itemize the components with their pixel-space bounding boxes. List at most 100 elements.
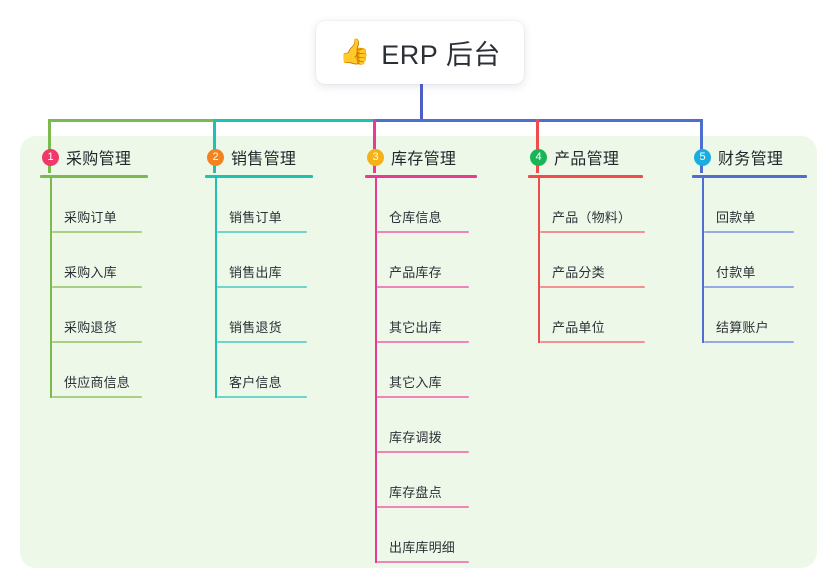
root-drop-connector	[420, 84, 423, 121]
branch-item-label: 产品（物料）	[552, 210, 632, 225]
branch-column-2: 2 销售管理销售订单销售出库销售退货客户信息	[205, 144, 313, 398]
branch-item-label: 采购入库	[64, 265, 117, 280]
branch-item-label: 采购订单	[64, 210, 117, 225]
branch-item-label: 销售订单	[229, 210, 282, 225]
branch-column-3: 3 库存管理仓库信息产品库存其它出库其它入库库存调拨库存盘点出库库明细	[365, 144, 477, 563]
branch-spine	[702, 178, 704, 343]
branch-item-label: 库存调拨	[389, 430, 442, 445]
branch-header-rule	[528, 175, 643, 178]
branch-item[interactable]: 销售订单	[215, 178, 313, 233]
branch-header-2[interactable]: 2 销售管理	[205, 144, 313, 170]
branch-item[interactable]: 产品单位	[538, 288, 645, 343]
branch-item[interactable]: 供应商信息	[50, 343, 148, 398]
branch-item-rule	[540, 341, 645, 343]
branch-item-label: 其它入库	[389, 375, 442, 390]
branch-spine	[538, 178, 540, 343]
branch-header-rule	[40, 175, 148, 178]
branch-title: 采购管理	[66, 151, 132, 168]
branch-item-label: 出库库明细	[389, 540, 456, 555]
branch-item-label: 付款单	[716, 265, 756, 280]
branch-spine	[215, 178, 217, 398]
branch-item[interactable]: 库存调拨	[375, 398, 477, 453]
branch-item-rule	[377, 231, 469, 233]
branch-item[interactable]: 采购退货	[50, 288, 148, 343]
branch-item-rule	[377, 396, 469, 398]
branch-spine	[375, 178, 377, 563]
branch-item[interactable]: 付款单	[702, 233, 807, 288]
branch-item-rule	[217, 341, 307, 343]
branch-item[interactable]: 产品库存	[375, 233, 477, 288]
branch-item-rule	[377, 451, 469, 453]
branch-number-badge: 3	[367, 148, 384, 166]
branch-item[interactable]: 结算账户	[702, 288, 807, 343]
branch-item[interactable]: 其它入库	[375, 343, 477, 398]
branch-number-badge: 5	[694, 148, 711, 166]
branch-header-3[interactable]: 3 库存管理	[365, 144, 477, 170]
branch-drop-1	[48, 119, 51, 173]
branch-item-rule	[217, 231, 307, 233]
branch-item-label: 销售出库	[229, 265, 282, 280]
branch-column-4: 4 产品管理产品（物料） 产品分类产品单位	[528, 144, 645, 343]
branch-item[interactable]: 产品（物料）	[538, 178, 645, 233]
branch-item-list: 回款单付款单结算账户	[692, 178, 807, 343]
branch-item[interactable]: 其它出库	[375, 288, 477, 343]
branch-header-rule	[692, 175, 807, 178]
branch-item[interactable]: 回款单	[702, 178, 807, 233]
branch-number-badge: 2	[207, 148, 224, 166]
branch-item-rule	[377, 341, 469, 343]
branch-item-rule	[704, 341, 794, 343]
branch-item-label: 销售退货	[229, 320, 282, 335]
branch-drop-5	[700, 119, 703, 173]
branch-item-rule	[52, 396, 142, 398]
bus-segment-tail	[536, 119, 700, 122]
branch-header-4[interactable]: 4 产品管理	[528, 144, 643, 170]
branch-item[interactable]: 客户信息	[215, 343, 313, 398]
branch-item-rule	[704, 231, 794, 233]
branch-title: 产品管理	[554, 151, 620, 168]
branch-item-rule	[52, 341, 142, 343]
branch-item-label: 采购退货	[64, 320, 117, 335]
branch-item[interactable]: 库存盘点	[375, 453, 477, 508]
branch-drop-2	[213, 119, 216, 173]
branch-item-rule	[217, 286, 307, 288]
branch-item[interactable]: 采购入库	[50, 233, 148, 288]
branch-item[interactable]: 产品分类	[538, 233, 645, 288]
branch-item[interactable]: 出库库明细	[375, 508, 477, 563]
branch-item[interactable]: 仓库信息	[375, 178, 477, 233]
branch-header-rule	[365, 175, 477, 178]
branch-item-label: 其它出库	[389, 320, 442, 335]
branch-item-label: 产品分类	[552, 265, 605, 280]
branch-drop-4	[536, 119, 539, 173]
root-node[interactable]: 👍 ERP 后台	[316, 21, 524, 84]
branch-number-badge: 4	[530, 148, 547, 166]
branch-item-label: 库存盘点	[389, 485, 442, 500]
thumbs-up-icon: 👍	[339, 38, 371, 66]
branch-item-list: 采购订单采购入库采购退货供应商信息	[40, 178, 148, 398]
branch-item-rule	[540, 231, 645, 233]
bus-segment-3	[213, 119, 373, 122]
root-title: ERP 后台	[381, 40, 501, 70]
branch-drop-3	[373, 119, 376, 173]
branch-header-rule	[205, 175, 313, 178]
branch-title: 库存管理	[391, 151, 457, 168]
branch-item-label: 仓库信息	[389, 210, 442, 225]
diagram-panel	[20, 136, 817, 568]
branch-title: 销售管理	[231, 151, 297, 168]
branch-item[interactable]: 销售退货	[215, 288, 313, 343]
branch-item[interactable]: 销售出库	[215, 233, 313, 288]
branch-item-list: 销售订单销售出库销售退货客户信息	[205, 178, 313, 398]
branch-spine	[50, 178, 52, 398]
branch-item-label: 客户信息	[229, 375, 282, 390]
branch-item-rule	[377, 561, 469, 563]
branch-item[interactable]: 采购订单	[50, 178, 148, 233]
bus-segment-2	[48, 119, 213, 122]
branch-item-list: 仓库信息产品库存其它出库其它入库库存调拨库存盘点出库库明细	[365, 178, 477, 563]
bus-segment-4	[373, 119, 536, 122]
branch-item-rule	[52, 231, 142, 233]
branch-item-rule	[377, 286, 469, 288]
